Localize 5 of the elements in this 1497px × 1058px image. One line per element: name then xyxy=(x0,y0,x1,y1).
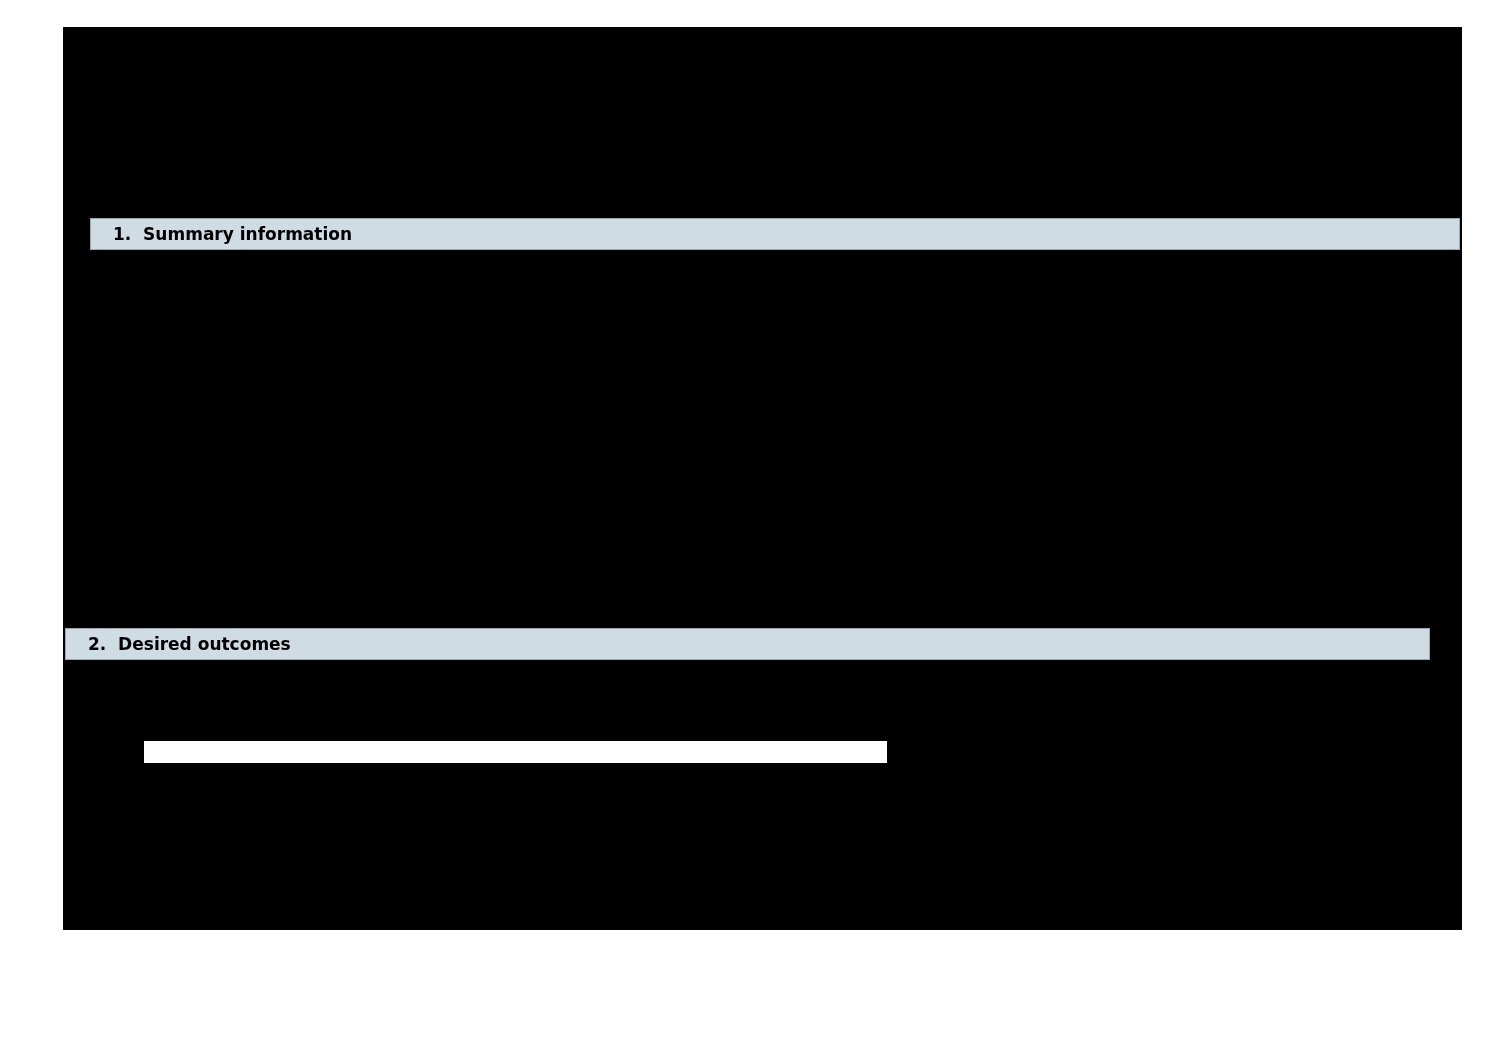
section-header-band xyxy=(90,218,1460,250)
section-heading: 1. Summary information xyxy=(112,224,353,244)
section-heading: 2. Desired outcomes xyxy=(87,634,291,654)
blank-bar xyxy=(144,741,887,763)
section-header-band xyxy=(65,628,1430,660)
